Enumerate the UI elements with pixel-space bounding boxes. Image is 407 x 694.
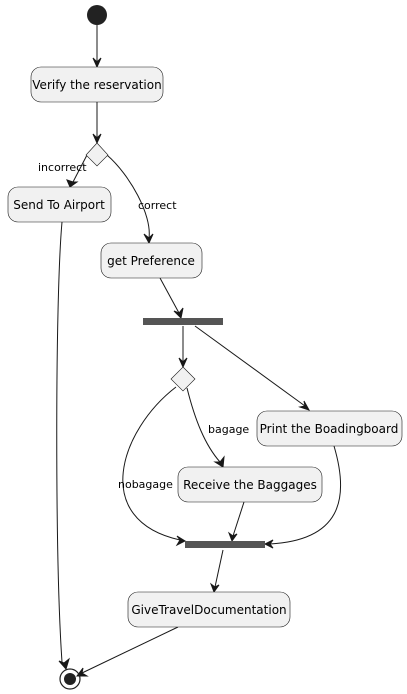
action-get-preference: get Preference [100,242,203,279]
action-label-print-board: Print the Boadingboard [260,422,399,436]
edge-print-join [269,445,342,545]
arrowhead [92,57,102,69]
action-receive-baggages: Receive the Baggages [177,466,323,503]
arrowhead [66,179,79,188]
action-label-receive-baggages: Receive the Baggages [183,478,317,492]
edge-decision2-receive [186,387,221,463]
arrowhead [143,233,154,245]
action-label-get-preference: get Preference [107,254,195,268]
arrowhead [76,667,89,677]
action-print-board: Print the Boadingboard [256,410,403,447]
edge-fork-print [194,325,306,407]
edge-receive-join [232,501,245,537]
edge-preference-fork [159,277,180,314]
edge-give-end [81,626,179,674]
fork-bar [143,318,223,325]
edge-join-give [214,549,224,588]
edge-send-end [56,221,67,668]
edge-label-correct: correct [138,199,177,212]
action-label-give-docs: GiveTravelDocumentation [131,603,286,617]
arrowhead [173,307,184,320]
edge-label-bagage: bagage [208,423,249,436]
end-node-outer [59,668,81,690]
action-label-send-airport: Send To Airport [13,198,105,212]
start-node [87,5,107,25]
end-node-inner [64,673,76,685]
action-give-docs: GiveTravelDocumentation [127,591,291,628]
decision-node-reservation [85,142,109,167]
arrowhead [58,657,70,671]
arrowhead [92,133,102,145]
arrowhead [178,357,188,369]
action-send-airport: Send To Airport [7,186,112,223]
edge-label-nobagage: nobagage [118,478,173,491]
join-bar [185,541,265,548]
decision-node-bagage [170,366,196,392]
edge-label-incorrect: incorrect [38,161,87,174]
arrowhead [175,535,187,547]
edge-decision2-join [122,386,181,541]
arrowhead [298,400,311,411]
edges [56,25,342,677]
arrowhead [213,455,225,468]
arrowhead [263,539,274,549]
action-verify: Verify the reservation [30,66,164,103]
arrowhead [227,531,238,543]
action-label-verify: Verify the reservation [32,78,161,92]
edge-decision-send [72,154,88,183]
edge-decision-preference [106,154,150,239]
arrowhead [209,582,220,594]
